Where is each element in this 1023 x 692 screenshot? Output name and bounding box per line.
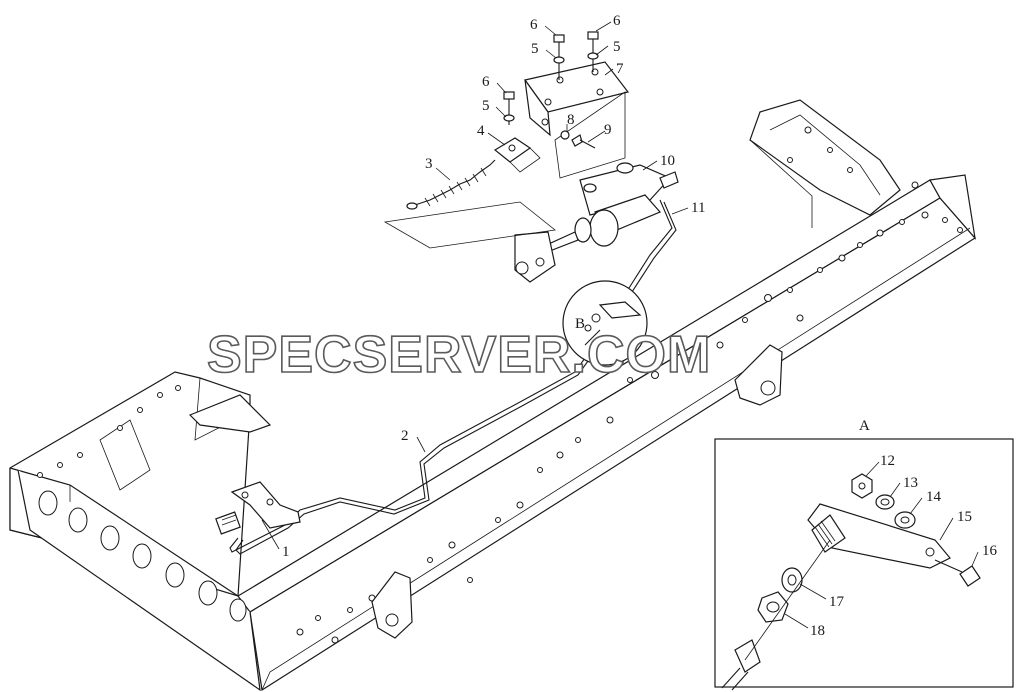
front-crossmember: [9, 371, 261, 692]
callout-5-right: 5: [613, 39, 621, 55]
mount-plate: [188, 394, 272, 433]
watermark: SPECSERVER.COM: [207, 326, 711, 384]
frame-gusset: [749, 99, 919, 228]
callout-17: 17: [829, 594, 845, 610]
callout-12: 12: [880, 453, 895, 469]
callout-8: 8: [567, 112, 575, 128]
callout-6-right: 6: [613, 13, 621, 29]
pipe-bracket: [215, 481, 301, 535]
detail-a-label: A: [859, 418, 870, 434]
callout-5-left: 5: [482, 98, 490, 114]
callout-7: 7: [616, 61, 624, 77]
frame-rail: [237, 174, 976, 691]
rail-bracket-right: [734, 344, 783, 406]
crossmember-holes: [37, 385, 247, 622]
callout-4: 4: [477, 123, 485, 139]
callout-18: 18: [810, 623, 825, 639]
rail-holes: [296, 211, 963, 644]
callout-13: 13: [903, 475, 918, 491]
callout-14: 14: [926, 489, 942, 505]
slave-cylinder: [514, 162, 679, 283]
callout-5-mid: 5: [531, 41, 539, 57]
leader-lines: [261, 21, 979, 629]
callout-11: 11: [691, 200, 705, 216]
rail-bracket-left: [371, 571, 413, 639]
return-spring: [383, 159, 556, 249]
spring-plate: [493, 137, 541, 173]
detail-a-box: [714, 438, 1014, 691]
clutch-pipe: [229, 199, 677, 555]
detail-b-circle: [562, 280, 648, 366]
nut-bolt: [560, 130, 596, 149]
detail-b-label: B: [575, 316, 585, 332]
callout-10: 10: [660, 153, 675, 169]
callout-6-left: 6: [482, 74, 490, 90]
callout-labels: 1 2 3 4 5 5 5 6 6 6 7 8 9 10 11 12 13 14…: [282, 13, 998, 639]
washers-5: [503, 52, 599, 122]
callout-15: 15: [957, 509, 972, 525]
callout-9: 9: [604, 122, 612, 138]
callout-3: 3: [425, 156, 433, 172]
callout-1: 1: [282, 544, 290, 560]
callout-2: 2: [401, 428, 409, 444]
callout-16: 16: [982, 543, 998, 559]
cylinder-bracket: [523, 61, 630, 179]
callout-6-mid: 6: [530, 17, 538, 33]
